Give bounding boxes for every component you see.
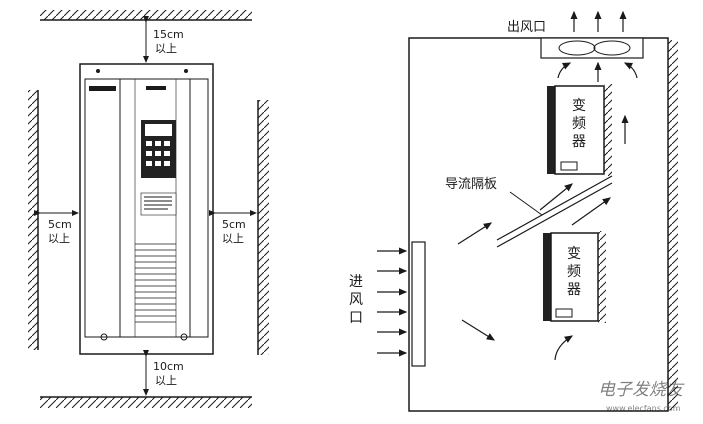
inlet-label-2: 风 bbox=[349, 292, 363, 308]
air-baffle bbox=[496, 175, 613, 248]
right-side-wall bbox=[257, 100, 269, 355]
cabinet-right-wall bbox=[668, 40, 678, 410]
exhaust-fan bbox=[540, 37, 644, 59]
bottom-wall bbox=[40, 396, 252, 408]
right-clearance-note: 以上 bbox=[222, 232, 244, 245]
left-side-wall bbox=[28, 90, 39, 350]
inlet-airflow-arrows bbox=[377, 247, 408, 357]
air-inlet-grille bbox=[411, 241, 426, 367]
bottom-clearance-value: 10cm bbox=[153, 360, 184, 373]
warning-label bbox=[140, 192, 177, 216]
vfd-upper-label-1: 变 bbox=[572, 98, 586, 114]
vfd-upper-label-2: 频 bbox=[572, 116, 586, 132]
top-clearance-note: 以上 bbox=[155, 42, 177, 55]
watermark-text: 电子发烧友 bbox=[598, 380, 685, 400]
top-wall bbox=[40, 10, 252, 21]
top-clearance-value: 15cm bbox=[153, 28, 184, 41]
vfd-lower-unit: 变 频 器 bbox=[543, 232, 599, 322]
brand-logo bbox=[89, 86, 116, 91]
vfd-upper-label-3: 器 bbox=[572, 134, 586, 150]
vfd-lower-label-2: 频 bbox=[567, 264, 581, 280]
right-clearance-value: 5cm bbox=[222, 218, 246, 231]
upper-mount-plate bbox=[604, 84, 612, 176]
vfd-lower-label-1: 变 bbox=[567, 246, 581, 262]
baffle-leader-line bbox=[509, 191, 543, 216]
lower-mount-plate bbox=[598, 231, 606, 323]
baffle-label: 导流隔板 bbox=[445, 177, 497, 192]
vfd-upper-unit: 变 频 器 bbox=[547, 85, 605, 175]
outlet-airflow-arrows bbox=[570, 10, 627, 32]
internal-airflow-arrows bbox=[457, 114, 629, 361]
inlet-label-3: 口 bbox=[349, 310, 363, 326]
left-clearance-value: 5cm bbox=[48, 218, 72, 231]
vfd-lower-label-3: 器 bbox=[567, 282, 581, 298]
watermark-url: www.elecfans.com bbox=[606, 404, 681, 413]
fan-intake-arrows bbox=[557, 61, 638, 82]
left-clearance-note: 以上 bbox=[48, 232, 70, 245]
ventilation-grille bbox=[135, 243, 176, 323]
watermark: 电子发烧友 www.elecfans.com bbox=[598, 380, 685, 413]
inverter-front-view bbox=[79, 63, 214, 355]
outlet-label: 出风口 bbox=[507, 20, 546, 35]
bottom-clearance-note: 以上 bbox=[155, 374, 177, 387]
inlet-label-1: 进 bbox=[349, 274, 363, 290]
